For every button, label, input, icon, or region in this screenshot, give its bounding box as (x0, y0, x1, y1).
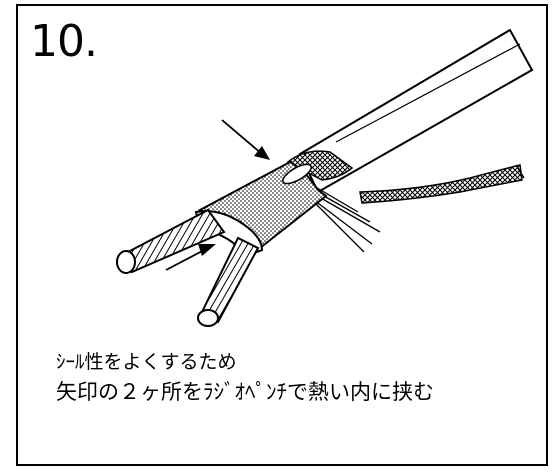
caption-line-2: 矢印の２ヶ所をﾗｼﾞｵﾍﾟﾝﾁで熱い内に挟む (56, 380, 434, 404)
arrow-lower-icon (165, 244, 216, 271)
braided-shield (286, 150, 525, 204)
cable-jacket (298, 28, 534, 194)
panel-frame (16, 4, 548, 466)
conductor-left (116, 208, 226, 274)
conductor-lower (197, 236, 260, 327)
caption-line-1: ｼｰﾙ性をよくするため (56, 351, 237, 373)
step-number: 10. (30, 16, 98, 67)
arrow-upper-icon (221, 119, 270, 160)
